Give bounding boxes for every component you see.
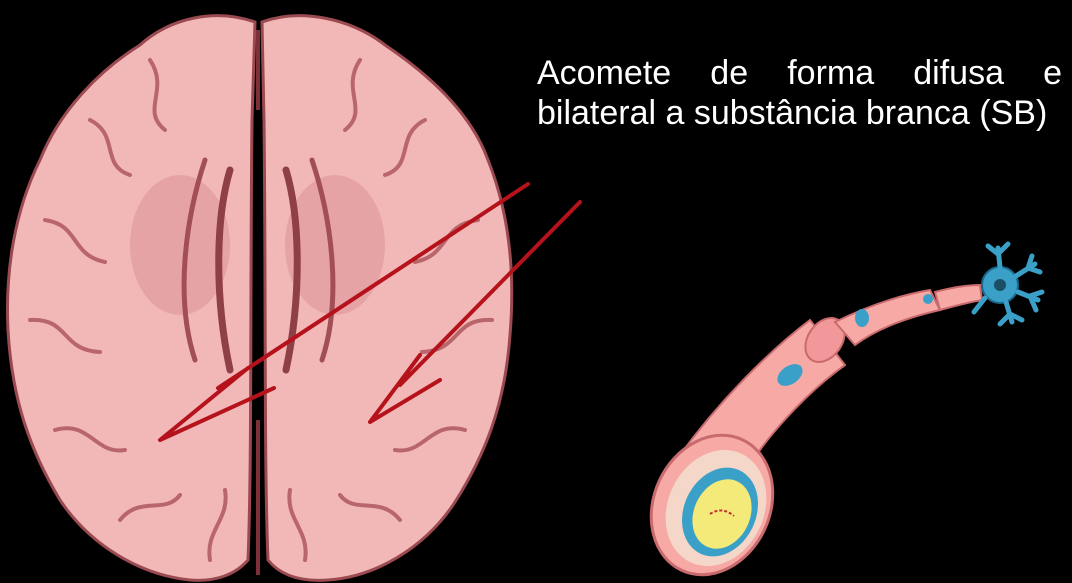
neuron-soma [974, 244, 1042, 324]
axon-cross-section [640, 415, 795, 583]
caption-text: Acomete de forma difusa e bilateral a su… [537, 53, 1062, 133]
brain-axial-section-image [0, 0, 560, 583]
myelinated-axon-image [640, 240, 1072, 583]
